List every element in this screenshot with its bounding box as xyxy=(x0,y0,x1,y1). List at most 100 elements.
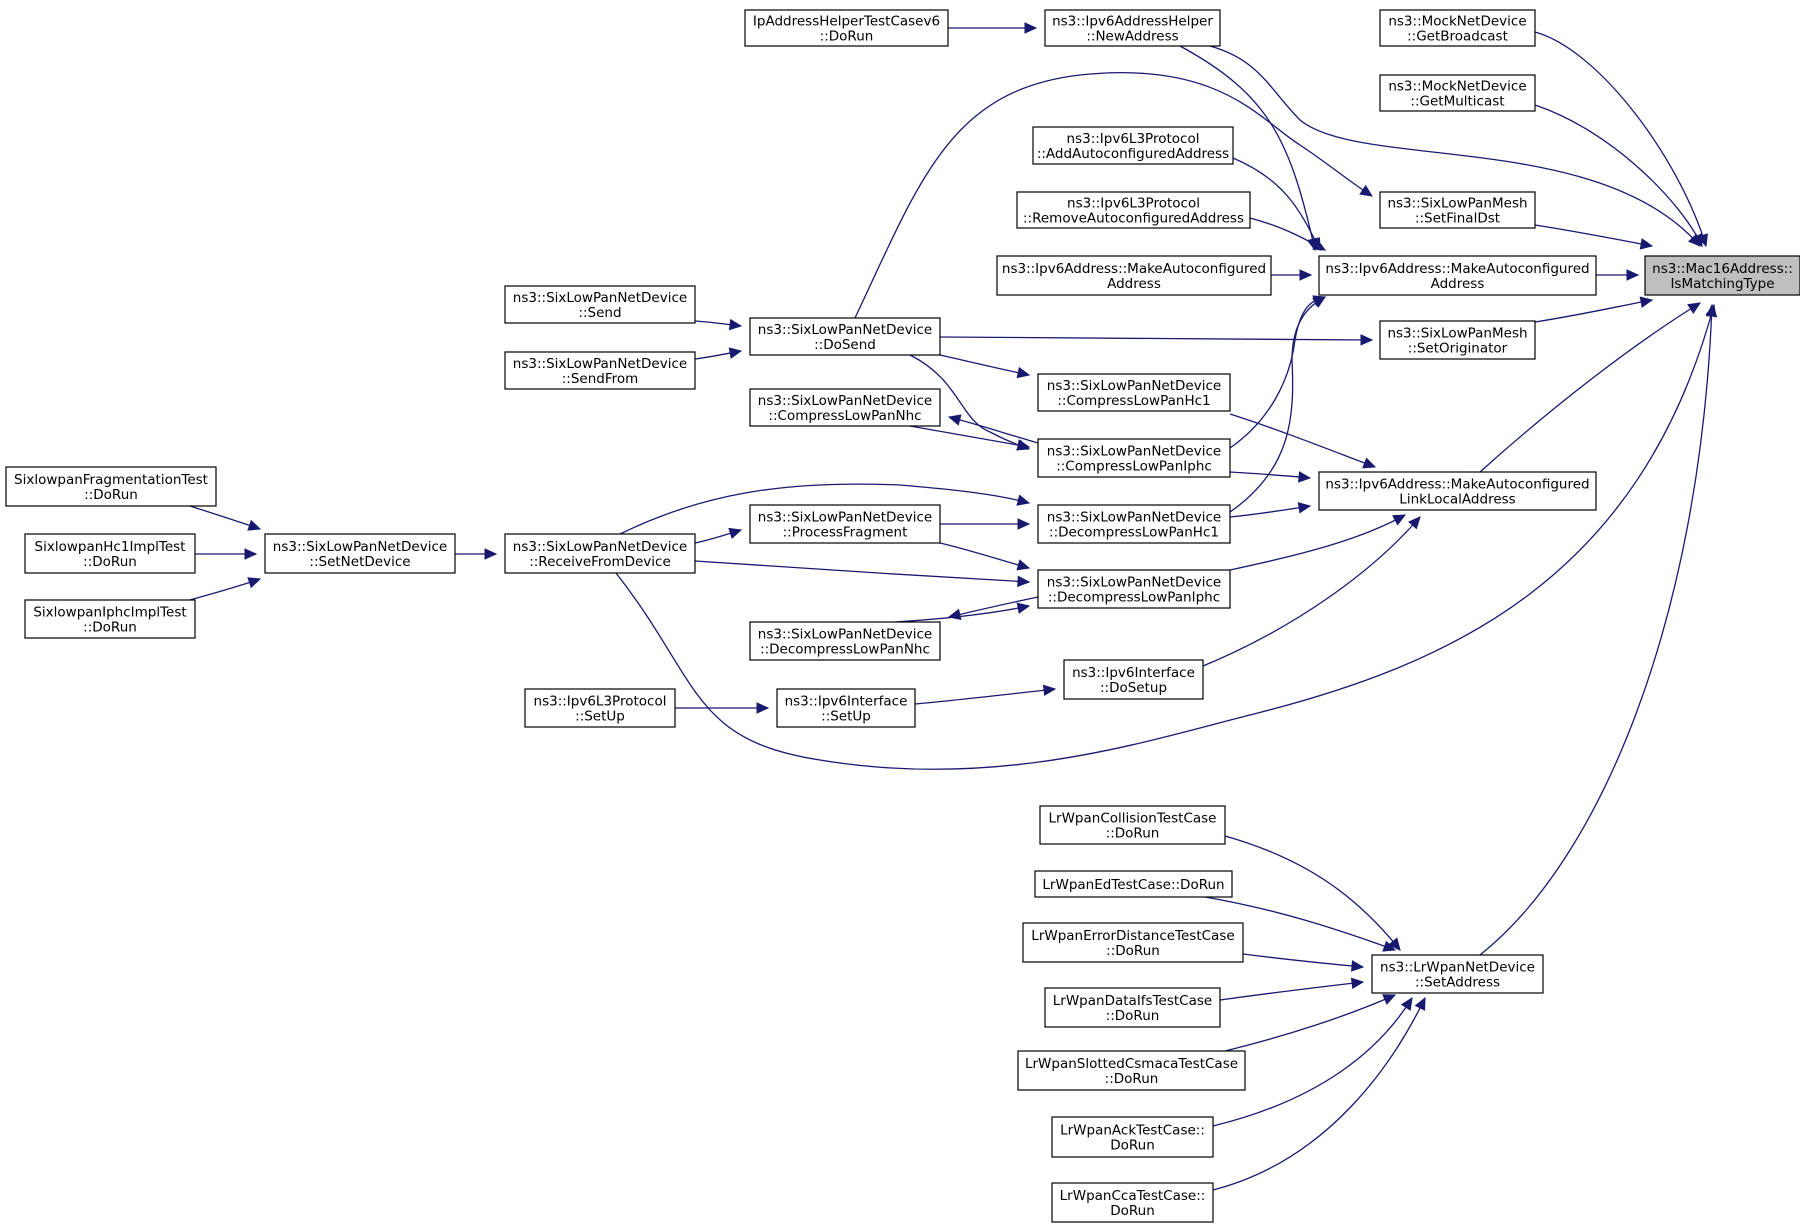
edge-line xyxy=(1534,31,1707,247)
node-mk-ll[interactable]: ns3::Ipv6Address::MakeAutoconfiguredLink… xyxy=(1318,471,1597,511)
node-lw-ack[interactable]: LrWpanAckTestCase::DoRun xyxy=(1051,1116,1214,1158)
node-label: ns3::SixLowPanNetDevice xyxy=(513,539,687,555)
node-l3-add[interactable]: ns3::Ipv6L3Protocol::AddAutoconfiguredAd… xyxy=(1032,126,1234,165)
arrowhead-icon xyxy=(1626,269,1640,281)
arrowhead-icon xyxy=(1687,302,1702,315)
node-box xyxy=(504,285,696,324)
node-label: ::AddAutoconfiguredAddress xyxy=(1037,146,1229,162)
node-label: ns3::Ipv6L3Protocol xyxy=(1067,196,1200,212)
edge-line xyxy=(854,71,1373,319)
node-sl-send[interactable]: ns3::SixLowPanNetDevice::Send xyxy=(504,285,696,324)
node-sl-setnd[interactable]: ns3::SixLowPanNetDevice::SetNetDevice xyxy=(264,533,456,574)
edge-line xyxy=(1479,302,1701,473)
edge-line xyxy=(615,304,1715,770)
edge-line xyxy=(948,416,1039,444)
edge-line xyxy=(1479,304,1713,956)
node-mk-auto2[interactable]: ns3::Ipv6Address::MakeAutoconfiguredAddr… xyxy=(996,255,1272,296)
node-label: ::DoRun xyxy=(820,29,874,45)
edge-line xyxy=(914,688,1056,705)
node-lw-slot[interactable]: LrWpanSlottedCsmacaTestCase::DoRun xyxy=(1017,1050,1246,1091)
node-label: ::DoRun xyxy=(84,487,138,503)
node-sl-cnhc[interactable]: ns3::SixLowPanNetDevice::CompressLowPanN… xyxy=(749,388,941,427)
node-label: ns3::SixLowPanMesh xyxy=(1387,196,1527,212)
node-mk-auto[interactable]: ns3::Ipv6Address::MakeAutoconfiguredAddr… xyxy=(1318,255,1597,296)
node-addrhelper[interactable]: ns3::Ipv6AddressHelper::NewAddress xyxy=(1044,9,1221,47)
edge-line xyxy=(1229,505,1311,518)
edge-iphtv6-to-addrhelper xyxy=(948,22,1038,34)
node-sl-ciphc[interactable]: ns3::SixLowPanNetDevice::CompressLowPanI… xyxy=(1037,438,1231,478)
edge-sl_setnd-to-sl_recv xyxy=(455,548,498,560)
arrowhead-icon xyxy=(1297,502,1312,514)
node-t-hc1[interactable]: SixlowpanHc1ImplTest::DoRun xyxy=(24,533,196,574)
node-iphtv6[interactable]: IpAddressHelperTestCasev6::DoRun xyxy=(744,9,949,47)
node-label: ns3::Ipv6AddressHelper xyxy=(1052,14,1213,30)
node-lw-cca[interactable]: LrWpanCcaTestCase::DoRun xyxy=(1051,1182,1214,1223)
node-mesh-fd[interactable]: ns3::SixLowPanMesh::SetFinalDst xyxy=(1379,191,1536,229)
node-label: ::RemoveAutoconfiguredAddress xyxy=(1023,211,1244,227)
edge-sl_diphc-to-mk_ll xyxy=(1229,514,1407,571)
node-sl-chc1[interactable]: ns3::SixLowPanNetDevice::CompressLowPanH… xyxy=(1037,373,1231,412)
edge-line xyxy=(1204,896,1396,951)
node-mnd-gb[interactable]: ns3::MockNetDevice::GetBroadcast xyxy=(1379,9,1536,47)
node-lrw-sa[interactable]: ns3::LrWpanNetDevice::SetAddress xyxy=(1371,954,1544,994)
edge-lw_ifs-to-lrw_sa xyxy=(1219,977,1365,1001)
node-box xyxy=(504,533,696,574)
node-label: ::DoRun xyxy=(1106,1008,1160,1024)
edge-mnd_gm-to-root xyxy=(1534,104,1703,248)
node-sl-dosend[interactable]: ns3::SixLowPanNetDevice::DoSend xyxy=(749,317,941,356)
node-label: ns3::SixLowPanNetDevice xyxy=(1047,378,1221,394)
node-label: ns3::SixLowPanNetDevice xyxy=(758,627,932,643)
node-label: ns3::Ipv6L3Protocol xyxy=(1067,131,1200,147)
node-box xyxy=(1037,438,1231,478)
arrowhead-icon xyxy=(1414,996,1426,1011)
node-lw-err[interactable]: LrWpanErrorDistanceTestCase::DoRun xyxy=(1022,922,1244,963)
node-box xyxy=(776,688,916,728)
edge-line xyxy=(1212,997,1413,1127)
node-label: SixlowpanIphcImplTest xyxy=(33,605,186,621)
edge-sl_dhc1-to-mk_ll xyxy=(1229,502,1312,518)
node-sl-pfrag[interactable]: ns3::SixLowPanNetDevice::ProcessFragment xyxy=(749,504,941,544)
arrowhead-icon xyxy=(1024,22,1038,34)
edge-sl_recv-to-sl_dhc1 xyxy=(619,483,1031,535)
arrowhead-icon xyxy=(1016,494,1031,506)
node-lw-ifs[interactable]: LrWpanDataIfsTestCase::DoRun xyxy=(1044,987,1221,1028)
edge-lw_cca-to-lrw_sa xyxy=(1212,996,1426,1191)
arrowhead-icon xyxy=(1359,184,1374,197)
edge-sl_pfrag-to-sl_dhc1 xyxy=(940,518,1031,530)
node-box xyxy=(1034,870,1233,898)
edge-line xyxy=(1229,413,1376,468)
node-label: ns3::SixLowPanNetDevice xyxy=(758,510,932,526)
node-l3-setup[interactable]: ns3::Ipv6L3Protocol::SetUp xyxy=(524,688,676,728)
node-sl-sendfrom[interactable]: ns3::SixLowPanNetDevice::SendFrom xyxy=(504,351,696,390)
node-label: DoRun xyxy=(1110,1138,1155,1154)
arrowhead-icon xyxy=(1016,559,1031,571)
node-label: ::CompressLowPanIphc xyxy=(1056,459,1212,475)
node-root[interactable]: ns3::Mac16Address::IsMatchingType xyxy=(1644,255,1800,296)
arrowhead-icon xyxy=(484,548,498,560)
node-if-dosetup[interactable]: ns3::Ipv6Interface::DoSetup xyxy=(1063,659,1204,700)
node-lw-coll[interactable]: LrWpanCollisionTestCase::DoRun xyxy=(1039,805,1226,845)
node-mnd-gm[interactable]: ns3::MockNetDevice::GetMulticast xyxy=(1379,74,1536,112)
node-box xyxy=(749,388,941,427)
node-layer: ns3::Mac16Address::IsMatchingType ns3::Mo… xyxy=(5,9,1800,1223)
node-if-setup[interactable]: ns3::Ipv6Interface::SetUp xyxy=(776,688,916,728)
arrowhead-icon xyxy=(1017,518,1031,530)
node-lw-ed[interactable]: LrWpanEdTestCase::DoRun xyxy=(1034,870,1233,898)
node-sl-recv[interactable]: ns3::SixLowPanNetDevice::ReceiveFromDevi… xyxy=(504,533,696,574)
edge-mesh_fd-to-root xyxy=(1534,224,1654,250)
node-t-iphc[interactable]: SixlowpanIphcImplTest::DoRun xyxy=(24,599,196,639)
node-sl-dhc1[interactable]: ns3::SixLowPanNetDevice::DecompressLowPa… xyxy=(1037,504,1231,544)
arrowhead-icon xyxy=(1705,303,1717,318)
arrowhead-icon xyxy=(1362,457,1377,469)
node-l3-rem[interactable]: ns3::Ipv6L3Protocol::RemoveAutoconfigure… xyxy=(1016,191,1251,229)
node-box xyxy=(1022,922,1244,963)
node-sl-diphc[interactable]: ns3::SixLowPanNetDevice::DecompressLowPa… xyxy=(1037,569,1231,609)
node-box xyxy=(264,533,456,574)
node-label: SixlowpanFragmentationTest xyxy=(14,472,208,488)
edge-line xyxy=(1212,997,1426,1191)
node-mesh-orig[interactable]: ns3::SixLowPanMesh::SetOriginator xyxy=(1379,320,1536,360)
edge-line xyxy=(619,483,1030,535)
node-t-frag[interactable]: SixlowpanFragmentationTest::DoRun xyxy=(5,466,217,507)
node-sl-dnhc[interactable]: ns3::SixLowPanNetDevice::DecompressLowPa… xyxy=(749,621,941,661)
node-label: ns3::SixLowPanNetDevice xyxy=(1047,510,1221,526)
